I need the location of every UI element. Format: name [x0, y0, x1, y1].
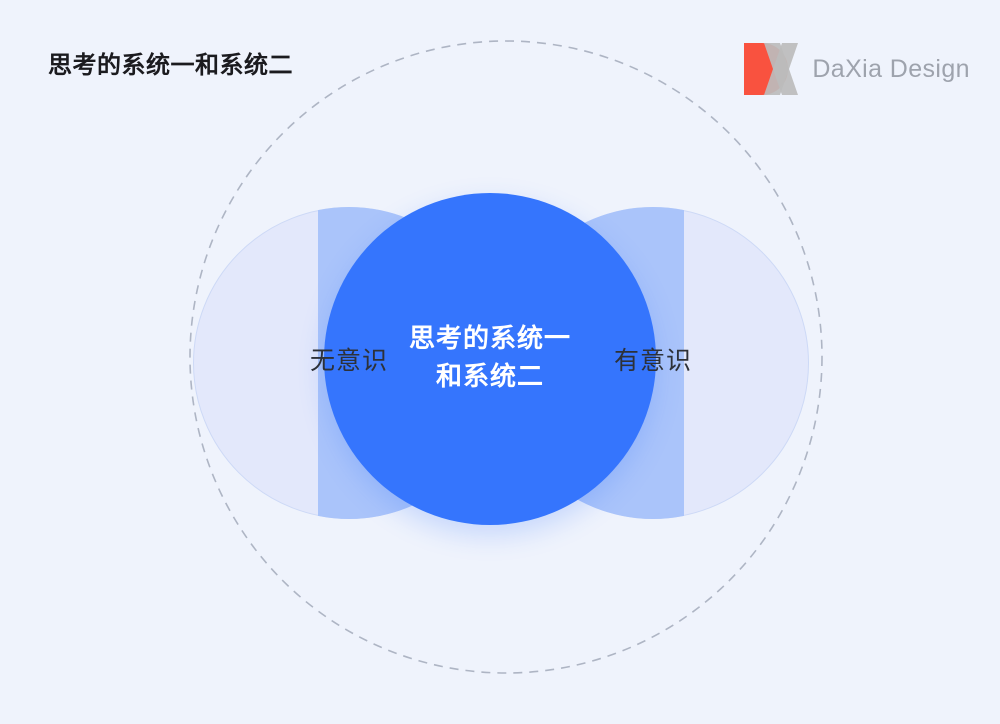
- dashed-outer-ring-icon: [188, 39, 824, 675]
- venn-label-right: 有意识: [613, 347, 692, 375]
- brand-logo: DaXia Design: [740, 40, 970, 98]
- venn-label-center: 思考的系统一 和系统二: [324, 320, 656, 395]
- venn-label-center-line-1: 思考的系统一: [408, 323, 571, 353]
- brand-name: DaXia Design: [812, 54, 970, 83]
- dx-monogram-icon: [740, 40, 802, 98]
- venn-label-center-line-2: 和系统二: [435, 360, 544, 391]
- venn-circle-center: [324, 193, 656, 525]
- page-title: 思考的系统一和系统二: [48, 52, 293, 79]
- venn-label-left: 无意识: [309, 347, 388, 375]
